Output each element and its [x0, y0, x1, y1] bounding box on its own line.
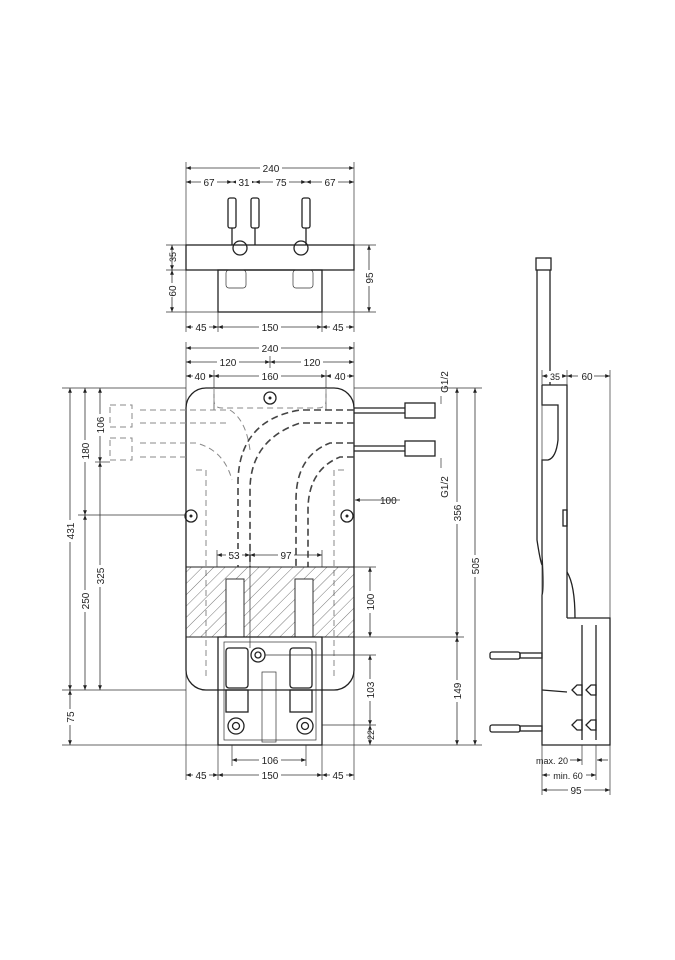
dim-100-vertical: 100: [366, 593, 377, 610]
dim-100-horizontal: 100: [380, 496, 397, 507]
front-view: 240 120 120 40 160 40: [62, 342, 482, 782]
wall-plug-icon: [227, 197, 311, 245]
dim-front-width: 240: [262, 344, 279, 355]
dim-250: 250: [81, 592, 92, 609]
dim-spacing-1: 67: [203, 178, 215, 189]
dim-front-bottom-mid: 150: [262, 771, 279, 782]
dim-spacing-3: 75: [275, 178, 287, 189]
thread-label-top: G1/2: [440, 371, 451, 393]
dim-22: 22: [366, 730, 376, 740]
dim-half-left: 120: [220, 358, 237, 369]
dim-149: 149: [453, 682, 464, 699]
dim-75: 75: [66, 711, 77, 723]
thread-label-bottom: G1/2: [440, 476, 451, 498]
dim-106-bottom: 106: [262, 756, 279, 767]
valve-body: [217, 269, 323, 313]
dim-325: 325: [96, 567, 107, 584]
dim-side-95: 95: [570, 786, 582, 797]
dim-505: 505: [471, 557, 482, 574]
pipe-fitting: [535, 257, 552, 271]
dim-bottom-left: 45: [195, 323, 207, 334]
dim-front-bottom-left: 45: [195, 771, 207, 782]
dim-431: 431: [66, 522, 77, 539]
dim-spacing-2: 31: [238, 178, 250, 189]
dim-height-lower: 60: [168, 285, 179, 297]
dim-spacing-4: 67: [324, 178, 336, 189]
dim-top-width: 240: [263, 164, 280, 175]
dim-height-upper: 35: [168, 252, 178, 262]
dim-bottom-mid: 150: [262, 323, 279, 334]
supply-pipes: [354, 402, 436, 457]
installation-depth-zone: [185, 566, 355, 638]
dim-97: 97: [280, 551, 292, 562]
dim-front-bottom-right: 45: [332, 771, 344, 782]
dim-106: 106: [96, 416, 107, 433]
mounting-panel: [185, 387, 355, 691]
dim-53: 53: [228, 551, 240, 562]
dim-total-height: 95: [365, 272, 376, 284]
dim-third-left: 40: [194, 372, 206, 383]
dim-max-20: max. 20: [536, 756, 568, 766]
side-view: 35 60 max. 20 min. 60 95: [489, 257, 611, 797]
fixing-arrow-icon: [571, 684, 597, 731]
dim-third-right: 40: [334, 372, 346, 383]
dim-third-mid: 160: [262, 372, 279, 383]
dim-min-60: min. 60: [553, 771, 583, 781]
dim-half-right: 120: [304, 358, 321, 369]
dim-side-35: 35: [550, 372, 560, 382]
concealed-pipes: [109, 404, 354, 567]
valve-body: [217, 636, 323, 746]
dim-180: 180: [81, 442, 92, 459]
mounting-bar: [185, 244, 355, 271]
dim-side-60: 60: [581, 372, 593, 383]
wall-plug-icon: [489, 651, 543, 733]
dim-103: 103: [366, 681, 377, 698]
top-view: 240 67 31 75 67 35: [166, 162, 376, 334]
dim-bottom-right: 45: [332, 323, 344, 334]
dim-356: 356: [453, 504, 464, 521]
